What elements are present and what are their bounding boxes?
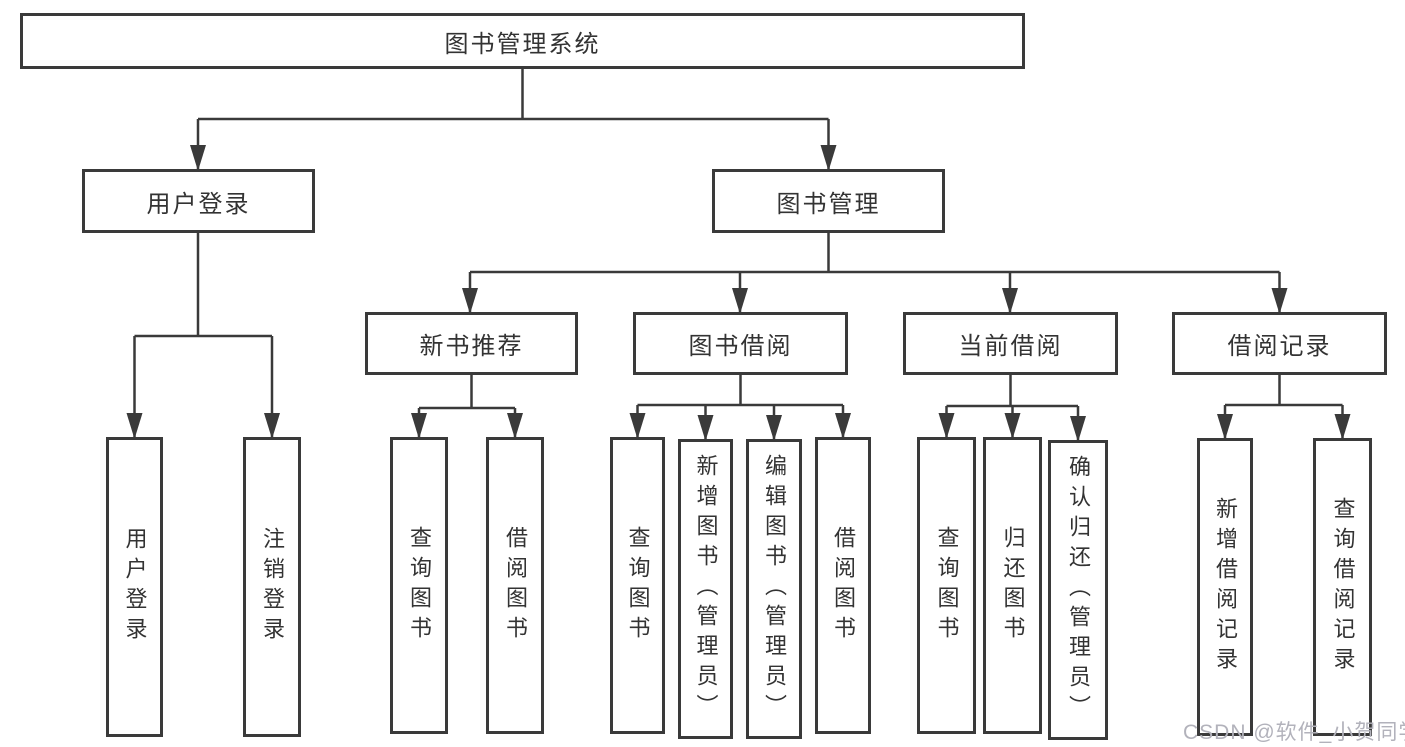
node-borrow-record-label: 借阅记录 [1227,333,1332,360]
node-user-login-module: 用户登录 [82,169,315,233]
node-cb-confirm-return-admin: 确认归还（管理员） [1048,440,1108,740]
node-bb-borrow-book: 借阅图书 [815,437,871,734]
connector-bookmgmt-spine [470,233,1280,274]
node-user-login-module-label: 用户登录 [146,190,251,218]
csdn-watermark: CSDN @软件_小贺同学 [1183,721,1405,744]
node-br-add-record: 新增借阅记录 [1197,438,1253,736]
node-nbr-borrow-book: 借阅图书 [486,437,544,734]
node-new-book-recommend-label: 新书推荐 [419,333,524,360]
node-login-action: 用户登录 [106,437,163,737]
node-br-query-record-label: 查询借阅记录 [1330,497,1356,677]
node-book-borrow-label: 图书借阅 [688,333,793,360]
node-br-add-record-label: 新增借阅记录 [1213,497,1238,677]
node-bb-edit-book-admin-label: 编辑图书（管理员） [762,454,787,724]
node-cb-confirm-return-admin-label: 确认归还（管理员） [1066,455,1091,725]
connector-bb-spine [637,375,843,407]
node-bb-borrow-book-label: 借阅图书 [831,525,856,646]
node-bb-add-book-admin: 新增图书（管理员） [678,439,733,739]
node-book-borrow: 图书借阅 [633,312,848,375]
node-logout-action: 注销登录 [243,437,301,737]
node-cb-query-book-label: 查询图书 [934,525,960,646]
node-nbr-borrow-book-label: 借阅图书 [503,525,528,646]
node-cb-return-book: 归还图书 [983,437,1042,734]
node-bb-query-book-label: 查询图书 [625,525,651,646]
node-nbr-query-book: 查询图书 [390,437,448,734]
node-book-management-module-label: 图书管理 [776,190,881,218]
node-br-query-record: 查询借阅记录 [1313,438,1372,736]
node-current-borrow-label: 当前借阅 [958,333,1063,360]
connector-br-spine [1225,375,1343,407]
node-cb-query-book: 查询图书 [917,437,976,734]
node-logout-action-label: 注销登录 [260,527,285,647]
node-bb-edit-book-admin: 编辑图书（管理员） [746,439,802,739]
node-root-system: 图书管理系统 [20,13,1025,69]
node-root-system-label: 图书管理系统 [444,30,601,58]
connector-root-spine [198,69,829,121]
connector-userlogin-spine [134,233,272,338]
node-current-borrow: 当前借阅 [903,312,1118,375]
node-new-book-recommend: 新书推荐 [365,312,578,375]
connector-nbr-spine [419,375,515,410]
connector-cb-spine [946,375,1078,408]
node-borrow-record: 借阅记录 [1172,312,1387,375]
node-book-management-module: 图书管理 [712,169,945,233]
node-nbr-query-book-label: 查询图书 [407,525,432,646]
node-bb-query-book: 查询图书 [610,437,665,734]
node-login-action-label: 用户登录 [122,527,148,647]
node-cb-return-book-label: 归还图书 [1000,525,1026,646]
node-bb-add-book-admin-label: 新增图书（管理员） [693,454,719,724]
